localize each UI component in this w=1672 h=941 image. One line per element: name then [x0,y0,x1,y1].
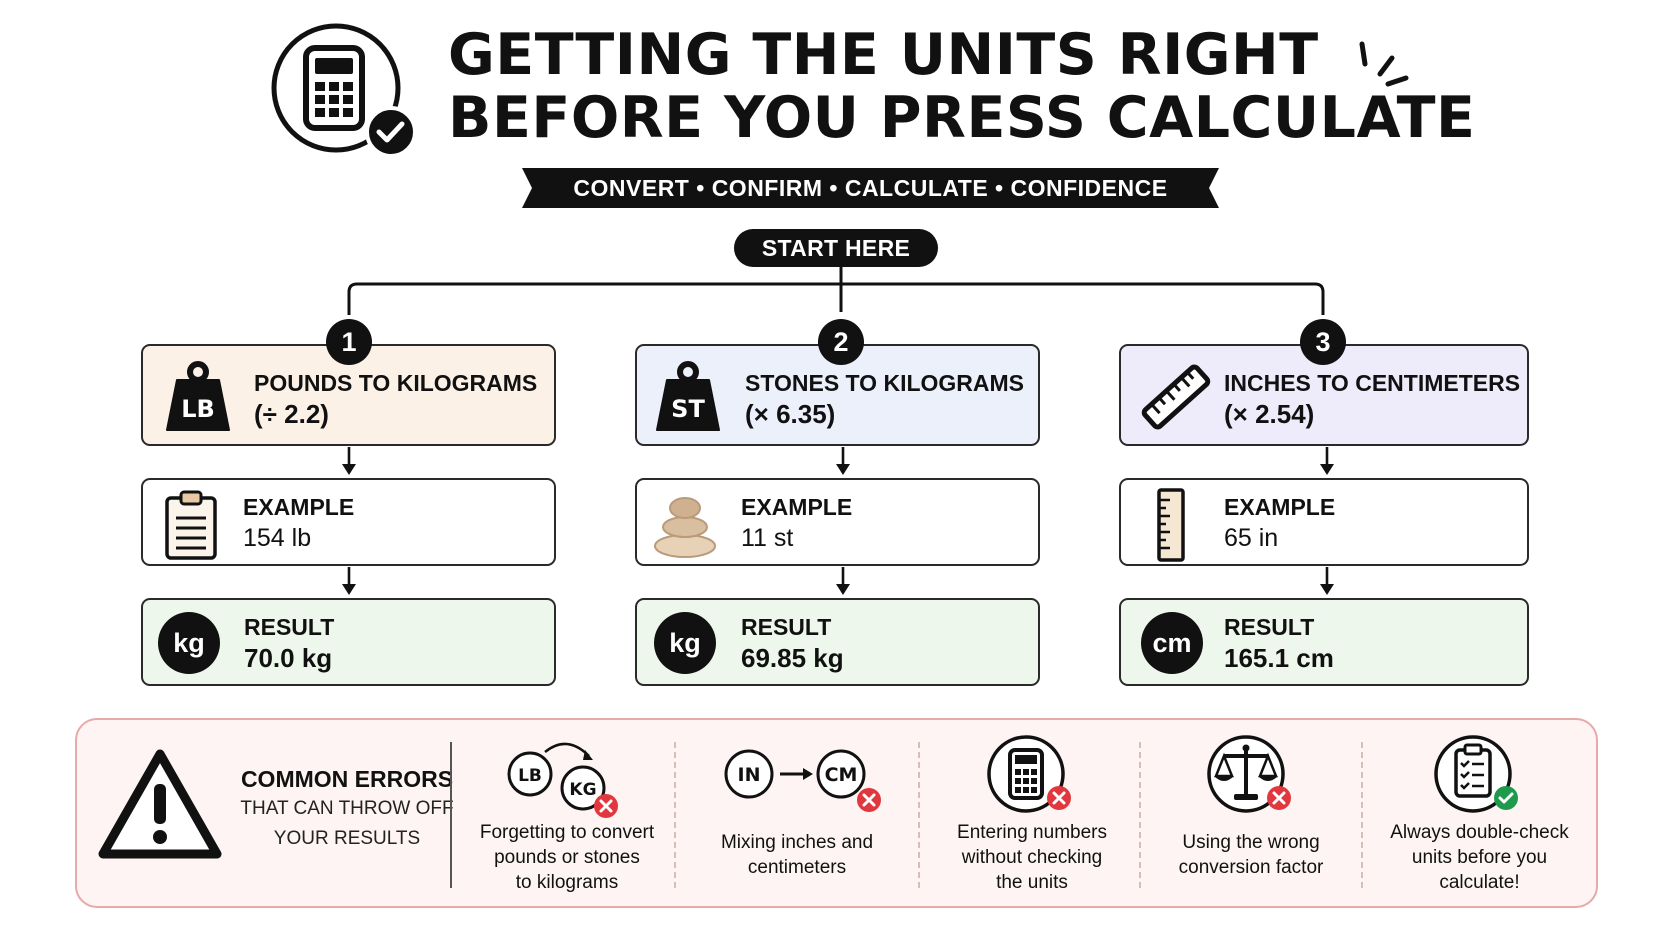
in-to-cm-error-icon: IN CM [723,744,887,819]
example-value: 65 in [1224,524,1279,552]
step-number-1: 1 [326,319,372,365]
result-value: 69.85 kg [741,643,844,673]
conversion-factor: (÷ 2.2) [254,399,329,429]
svg-text:ST: ST [671,395,705,423]
errors-title: COMMON ERRORS [240,766,454,792]
error-text-4: Using the wrong conversion factor [1178,832,1324,878]
clipboard-check-icon [1431,734,1527,825]
conversion-factor: (× 6.35) [745,399,836,429]
step-number-3: 3 [1300,319,1346,365]
example-label: EXAMPLE [741,494,853,520]
lb-to-kg-error-icon: LB KG [505,738,625,827]
error-text-5: Always double-check units before you cal… [1390,822,1569,893]
tagline-banner: CONVERT • CONFIRM • CALCULATE • CONFIDEN… [522,168,1219,208]
example-box-inches: EXAMPLE 65 in [1119,478,1529,566]
conversion-title: INCHES TO CENTIMETERS [1224,370,1521,396]
calculator-error-icon [984,734,1080,825]
stacked-stones-icon [652,490,718,565]
result-label: RESULT [741,614,832,640]
example-label: EXAMPLE [1224,494,1336,520]
lb-weight-icon: LB [163,360,233,437]
cm-unit-icon: cm [1141,612,1203,674]
svg-text:CM: CM [825,764,858,786]
result-value: 165.1 cm [1224,643,1334,673]
vertical-ruler-icon [1156,488,1186,567]
error-text-2: Mixing inches and centimeters [720,832,874,878]
kg-unit-icon: kg [158,612,220,674]
example-label: EXAMPLE [243,494,355,520]
common-errors-panel: COMMON ERRORS THAT CAN THROW OFF YOUR RE… [75,718,1598,908]
errors-subtitle: THAT CAN THROW OFF YOUR RESULTS [237,794,457,854]
title-line-2: BEFORE YOU PRESS CALCULATE [448,85,1476,151]
result-box-stones: kg RESULT 69.85 kg [635,598,1040,686]
svg-text:IN: IN [738,764,761,786]
example-box-pounds: EXAMPLE 154 lb [141,478,556,566]
conversion-factor: (× 2.54) [1224,399,1315,429]
result-box-inches: cm RESULT 165.1 cm [1119,598,1529,686]
result-box-pounds: kg RESULT 70.0 kg [141,598,556,686]
tagline-text: CONVERT • CONFIRM • CALCULATE • CONFIDEN… [573,174,1168,201]
errors-heading: COMMON ERRORS THAT CAN THROW OFF YOUR RE… [237,764,457,854]
result-value: 70.0 kg [244,643,333,673]
clipboard-icon [163,490,219,567]
svg-text:KG: KG [569,780,596,800]
errors-subtitle-line-2: YOUR RESULTS [273,828,421,849]
conversion-title: POUNDS TO KILOGRAMS [254,370,538,396]
example-value: 11 st [741,524,794,552]
step-number-2: 2 [818,319,864,365]
result-label: RESULT [244,614,335,640]
start-here-label: START HERE [734,229,938,267]
svg-text:LB: LB [518,766,542,786]
errors-subtitle-line-1: THAT CAN THROW OFF [240,798,454,819]
spark-lines-icon [1352,38,1412,90]
scales-error-icon [1204,734,1300,825]
connector-branches [347,282,1325,315]
title-line-1: GETTING THE UNITS RIGHT [448,22,1319,88]
calculator-check-icon [268,20,418,160]
error-text-1: Forgetting to convert pounds or stones t… [479,822,655,893]
result-label: RESULT [1224,614,1315,640]
page-title: GETTING THE UNITS RIGHT BEFORE YOU PRESS… [448,24,1475,150]
example-box-stones: EXAMPLE 11 st [635,478,1040,566]
example-value: 154 lb [243,524,312,552]
conversion-title: STONES TO KILOGRAMS [745,370,1025,396]
kg-unit-icon: kg [654,612,716,674]
st-weight-icon: ST [653,360,723,437]
error-text-3: Entering numbers without checking the un… [957,822,1107,893]
warning-triangle-icon [97,746,223,867]
ruler-icon [1141,362,1211,437]
svg-text:LB: LB [181,395,215,423]
